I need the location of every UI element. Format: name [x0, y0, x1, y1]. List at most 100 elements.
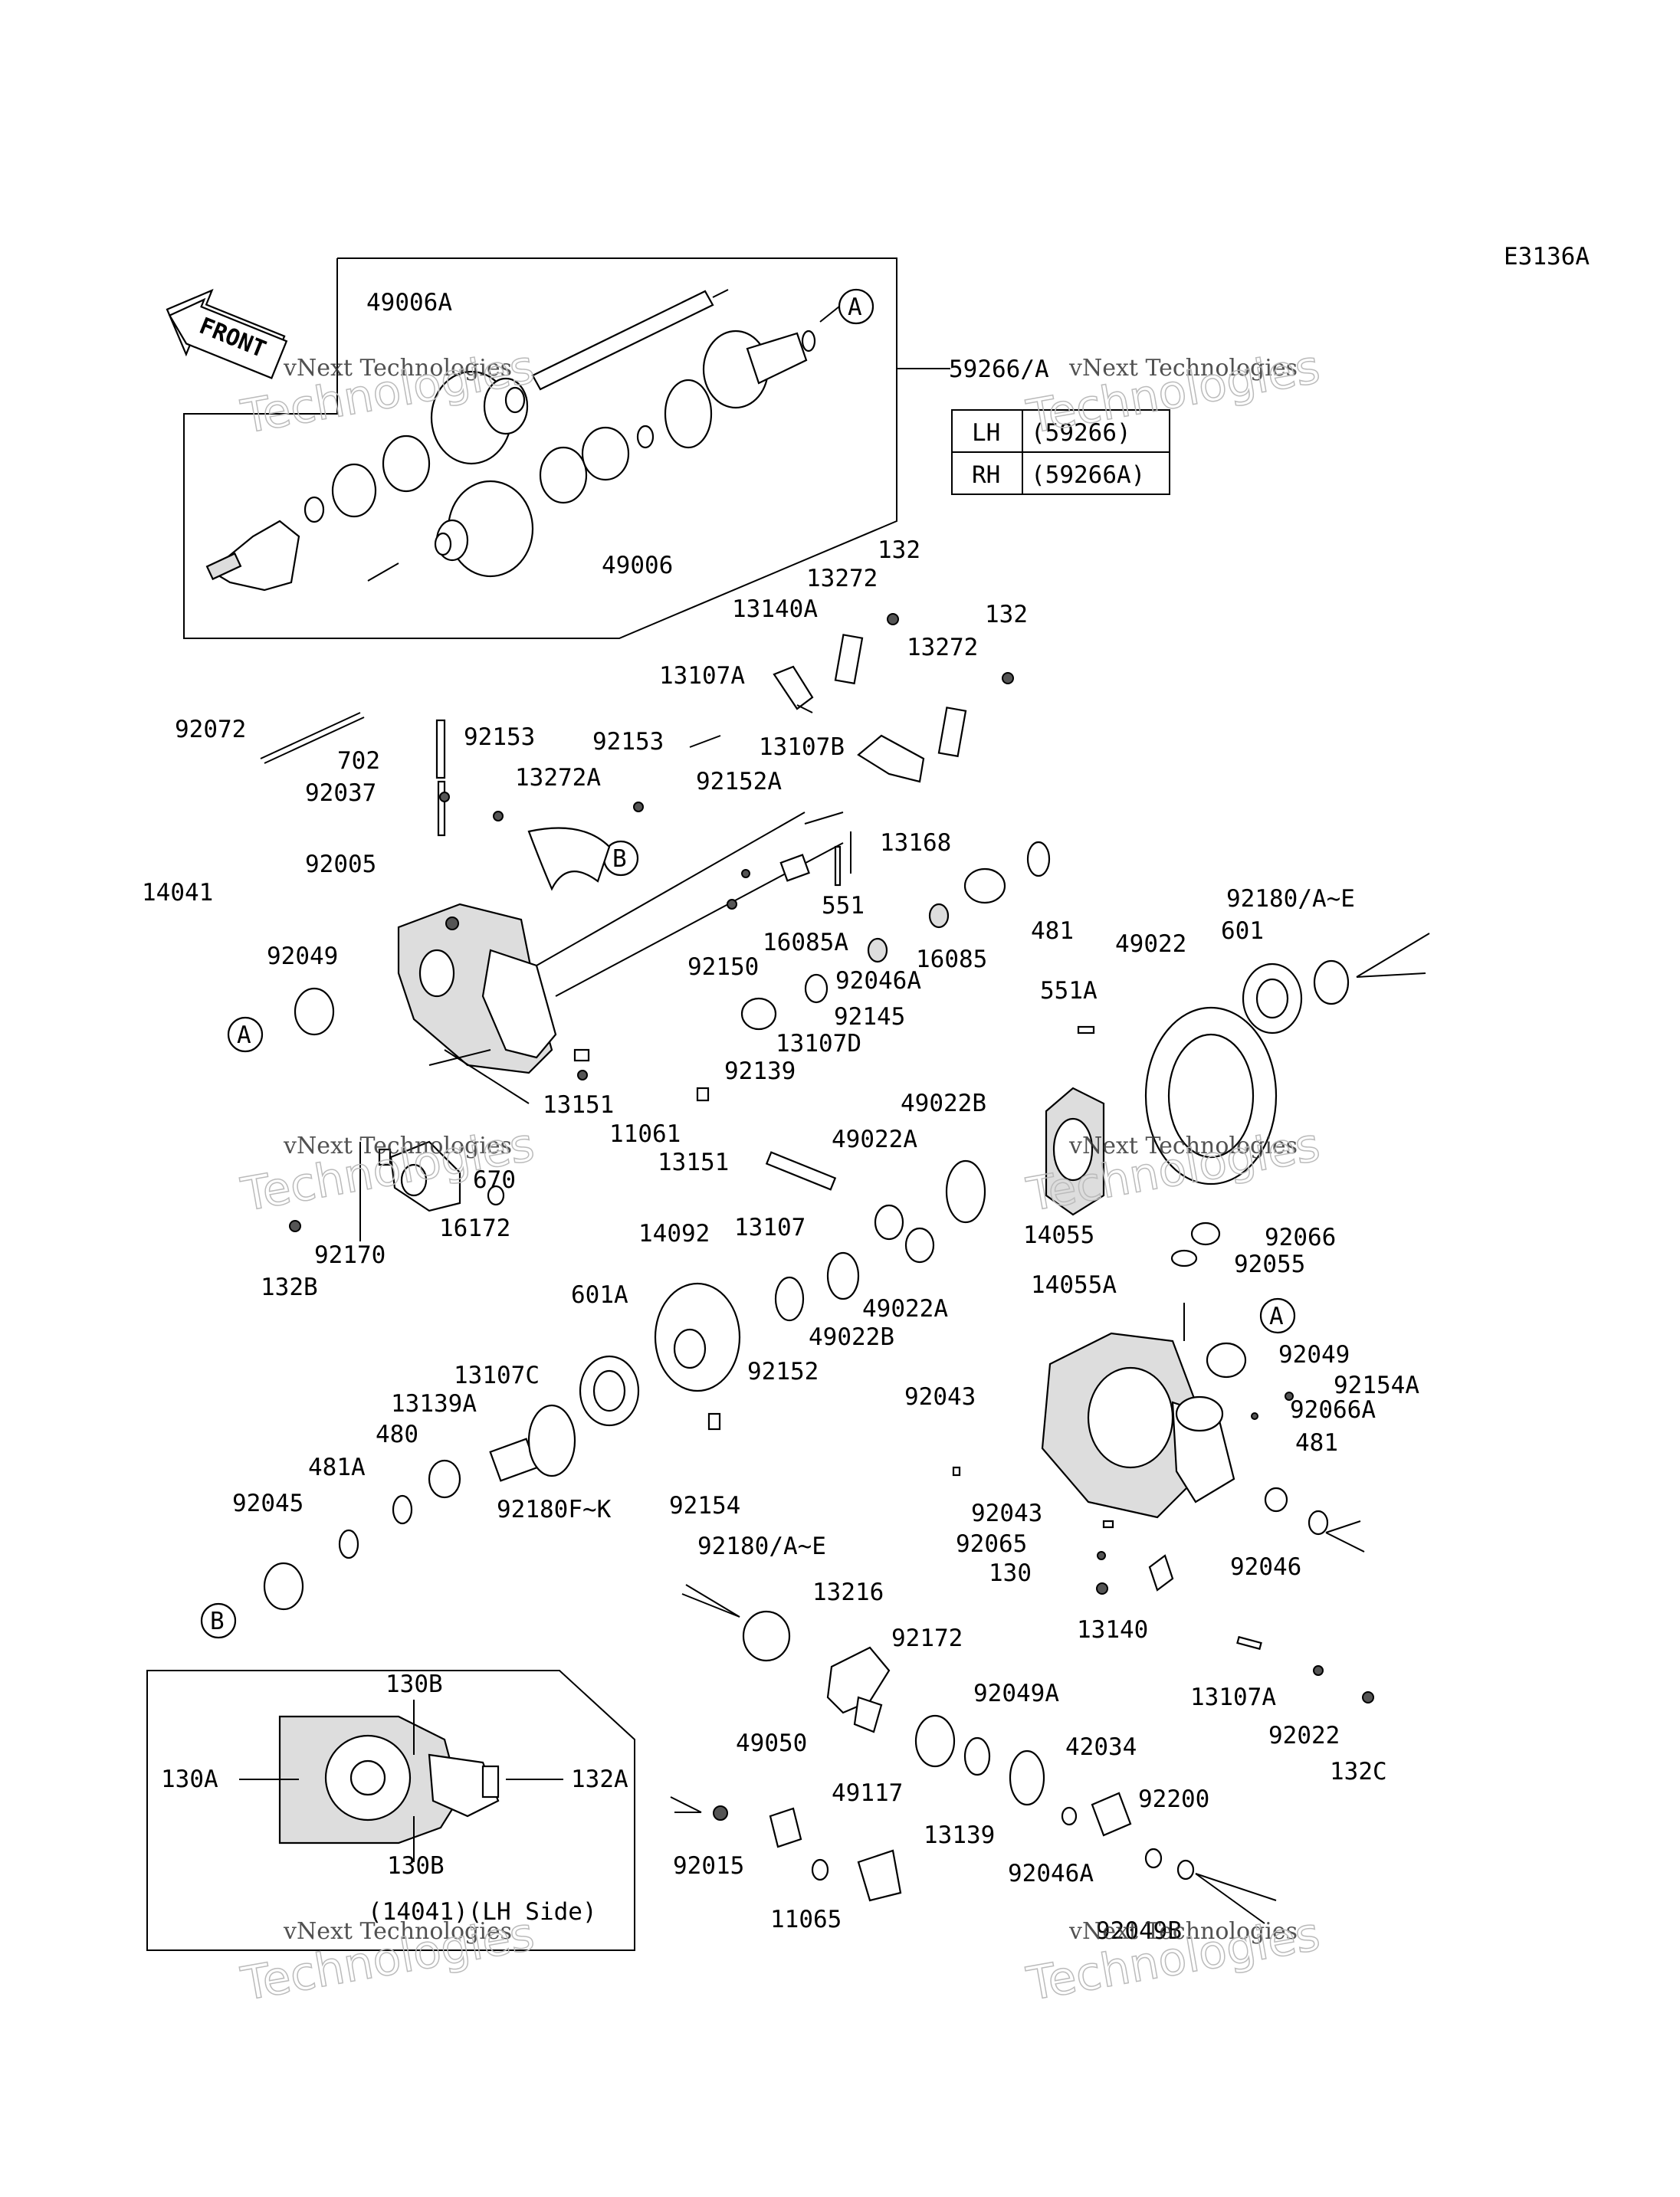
part-label-92170: 92170: [314, 1241, 386, 1269]
table-part-lh: (59266): [1031, 419, 1131, 447]
part-label-92015: 92015: [673, 1852, 744, 1880]
boot-clamp: [304, 496, 325, 523]
part-label-92046: 92046: [1230, 1553, 1301, 1581]
yoke-49117: [857, 1849, 902, 1902]
part-label-14055A: 14055A: [1031, 1271, 1117, 1299]
part-label-92045: 92045: [232, 1490, 304, 1517]
part-label-92005: 92005: [305, 851, 376, 878]
part-label-11061: 11061: [609, 1120, 681, 1148]
part-label-13272A: 13272A: [515, 764, 601, 792]
svg-text:A: A: [237, 1021, 251, 1049]
shift-guide-plate: [527, 827, 611, 891]
part-label-13107B: 13107B: [759, 733, 845, 761]
watermarks: vNext Technologies Technologies vNext Te…: [237, 339, 1324, 2012]
part-label-49022: 49022: [1115, 930, 1186, 958]
o-ring-92055: [1170, 1249, 1198, 1267]
part-label-92152A: 92152A: [696, 768, 782, 795]
bearing-13139A: [428, 1459, 461, 1499]
part-label-92043-a: 92043: [904, 1383, 976, 1411]
part-label-130: 130: [989, 1559, 1032, 1587]
part-label-92153-b: 92153: [592, 728, 664, 756]
part-label-16085A: 16085A: [763, 929, 848, 956]
sleeve-16085: [963, 867, 1006, 904]
oil-seal-92066: [1190, 1221, 1221, 1246]
ring-gear-assembly: [765, 933, 1430, 1322]
part-label-13216: 13216: [812, 1579, 884, 1606]
part-label-13168: 13168: [880, 829, 951, 857]
part-label-92150: 92150: [687, 953, 759, 981]
part-label-702: 702: [337, 747, 380, 775]
seal-92049-left: [294, 987, 335, 1036]
marker-b-top: B: [602, 840, 639, 877]
part-label-92072: 92072: [175, 716, 246, 743]
circlip-481-right: [1308, 1510, 1329, 1536]
drive-shaft-assembly: [205, 289, 816, 592]
watermark-1: vNext Technologies: [283, 355, 512, 382]
part-label-601A: 601A: [571, 1281, 628, 1309]
watermark-5: vNext Technologies: [283, 1918, 512, 1945]
part-label-132C: 132C: [1330, 1758, 1387, 1785]
part-label-92046A-top: 92046A: [835, 967, 921, 995]
pinion-assembly: [670, 1584, 1277, 1924]
table-side-lh: LH: [972, 419, 1000, 447]
part-label-49022B-top: 49022B: [901, 1090, 986, 1117]
shim-92180FK: [527, 1404, 576, 1477]
circlip-481: [1026, 841, 1051, 877]
part-label-130B-bot: 130B: [387, 1852, 445, 1880]
part-label-92172: 92172: [891, 1625, 963, 1652]
watermark-3: vNext Technologies: [283, 1133, 512, 1159]
part-label-13139A: 13139A: [391, 1390, 477, 1418]
watermark-4: vNext Technologies: [1068, 1133, 1298, 1159]
watermark-2: vNext Technologies: [1068, 355, 1298, 382]
table-part-rh: (59266A): [1031, 461, 1145, 489]
part-label-42034: 42034: [1065, 1733, 1137, 1761]
part-label-13272-top: 13272: [806, 565, 878, 592]
part-label-132A: 132A: [571, 1766, 628, 1793]
part-label-481A: 481A: [308, 1454, 366, 1481]
part-label-49022A-top: 49022A: [832, 1126, 917, 1153]
part-label-16172: 16172: [439, 1215, 510, 1242]
part-label-13107A-bot: 13107A: [1190, 1684, 1276, 1711]
bearing-92046: [1264, 1487, 1288, 1513]
part-label-92049-top: 92049: [267, 943, 338, 970]
part-label-49006: 49006: [602, 552, 673, 579]
marker-a-left: A: [227, 1016, 264, 1053]
part-label-13107A-top: 13107A: [659, 662, 745, 690]
part-label-92022: 92022: [1268, 1722, 1340, 1749]
part-label-480: 480: [376, 1421, 418, 1448]
part-label-92180AE-top: 92180/A~E: [1226, 885, 1355, 913]
boot-band-left: [382, 434, 431, 493]
marker-a-top: A: [819, 288, 874, 325]
part-label-13139: 13139: [924, 1822, 995, 1849]
axle-shaft: [531, 290, 714, 391]
part-label-601: 601: [1221, 917, 1264, 945]
part-label-132-top: 132: [878, 536, 920, 564]
part-label-92180AE-mid: 92180/A~E: [697, 1533, 826, 1560]
bearing-92046A-lower: [1061, 1806, 1078, 1826]
shift-mechanism: [260, 613, 1051, 1031]
actuator-assembly: [289, 1048, 710, 1241]
inset-panel: (14041)(LH Side): [146, 1670, 635, 1951]
part-label-13107: 13107: [734, 1214, 806, 1241]
part-label-11065: 11065: [770, 1906, 842, 1933]
washer-92152: [774, 1276, 805, 1322]
diagram-code: E3136A: [1504, 243, 1590, 271]
part-label-49117: 49117: [832, 1779, 903, 1807]
part-label-92139: 92139: [724, 1058, 796, 1085]
part-label-92154: 92154: [669, 1492, 740, 1520]
part-label-481-mid: 481: [1295, 1429, 1338, 1457]
part-label-92049A: 92049A: [973, 1680, 1059, 1707]
part-label-92046A-bot: 92046A: [1008, 1860, 1094, 1887]
part-label-49022B-mid: 49022B: [809, 1323, 894, 1351]
seal-92049B: [1144, 1848, 1163, 1869]
seal-92049-right: [1206, 1342, 1247, 1379]
seal-92045: [263, 1562, 304, 1611]
part-label-92145: 92145: [834, 1003, 905, 1031]
boot-band-right: [539, 446, 588, 504]
seal-92049A: [1009, 1749, 1045, 1806]
circlip-large: [664, 379, 713, 449]
part-label-92200: 92200: [1138, 1785, 1209, 1813]
marker-a-right: A: [1259, 1297, 1296, 1334]
part-label-92055: 92055: [1234, 1251, 1305, 1278]
